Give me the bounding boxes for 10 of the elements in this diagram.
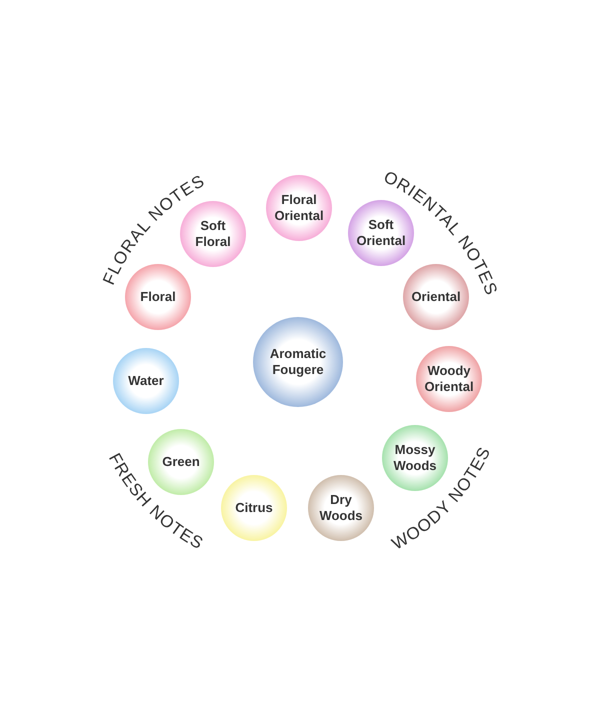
note-label: Green (161, 454, 201, 470)
note-label: Mossy Woods (392, 442, 438, 474)
note-label: Floral (139, 289, 177, 305)
note-label: Woody Oriental (423, 363, 475, 395)
note-label: Aromatic Fougere (268, 346, 328, 378)
note-label: Soft Floral (195, 218, 232, 250)
note-label: Water (127, 373, 165, 389)
note-label: Citrus (234, 500, 274, 516)
note-label: Dry Woods (318, 492, 364, 524)
note-label: Floral Oriental (273, 192, 325, 224)
